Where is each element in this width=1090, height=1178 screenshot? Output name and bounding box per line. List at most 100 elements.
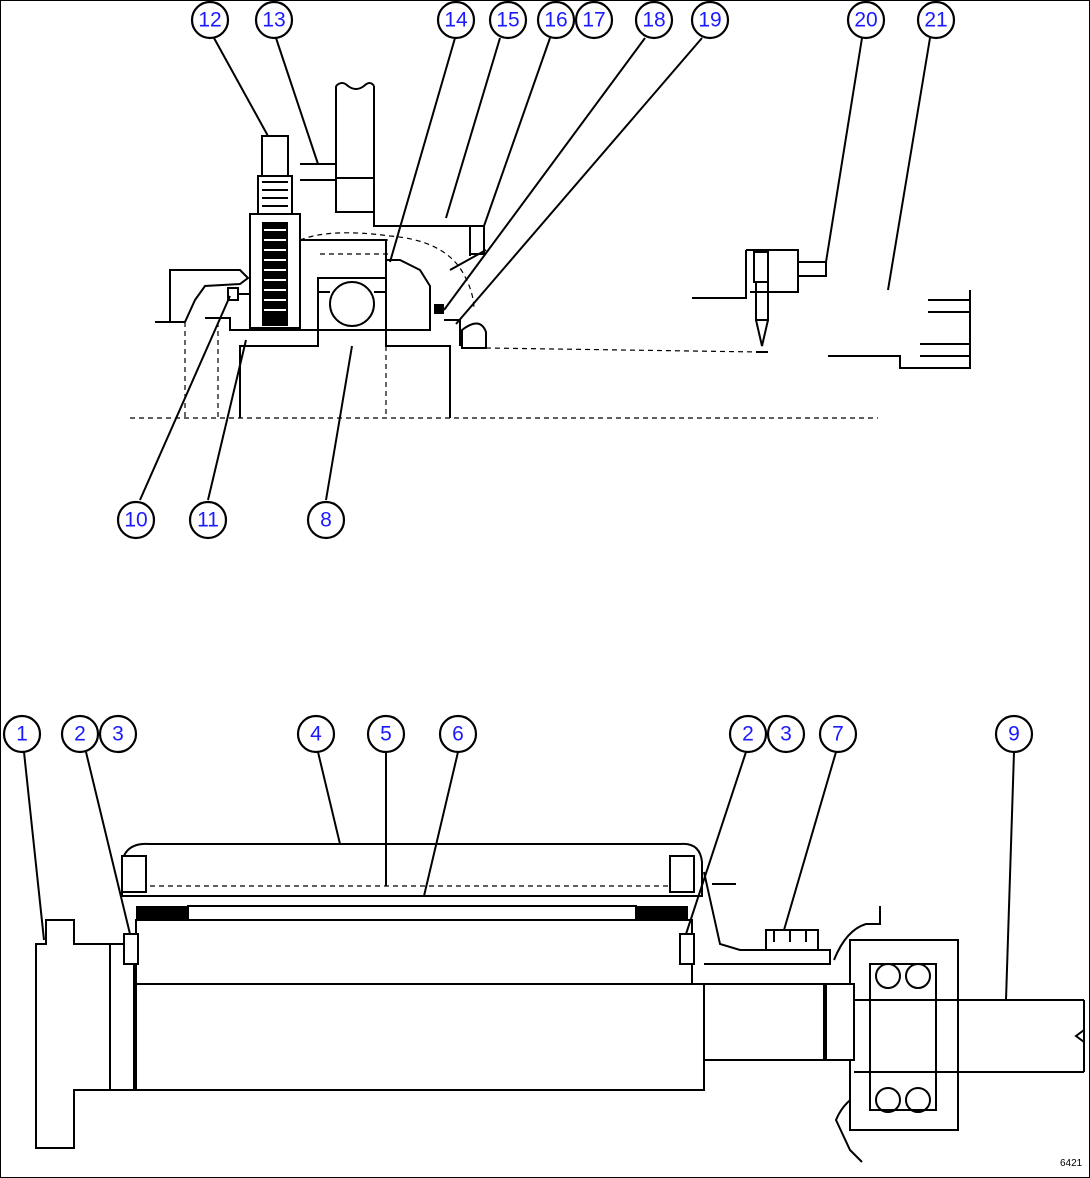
- bearing-ball-top-2: [905, 963, 931, 989]
- dust-seal: [461, 322, 487, 349]
- callout-15: 15: [488, 0, 528, 40]
- output-shaft: [854, 999, 1085, 1073]
- callout-11: 11: [188, 500, 228, 540]
- svg-text:2: 2: [742, 723, 754, 746]
- liner-right: [632, 906, 688, 920]
- svg-text:18: 18: [642, 9, 665, 32]
- callout-10: 10: [116, 500, 156, 540]
- callout-19: 19: [690, 0, 730, 40]
- main-housing-top: [373, 212, 471, 256]
- left-flange: [35, 919, 111, 1149]
- bearing-ball-bottom: [875, 1087, 901, 1113]
- svg-text:9: 9: [1008, 723, 1020, 746]
- callout-1: 1: [2, 714, 42, 754]
- callout-6: 6: [438, 714, 478, 754]
- bearing-ball-bottom-2: [905, 1087, 931, 1113]
- callout-4: 4: [296, 714, 336, 754]
- svg-text:13: 13: [262, 9, 285, 32]
- callout-7: 7: [818, 714, 858, 754]
- svg-text:20: 20: [854, 9, 877, 32]
- retainer-clip: [227, 287, 239, 301]
- callout-9: 9: [994, 714, 1034, 754]
- callout-5: 5: [366, 714, 406, 754]
- svg-text:6: 6: [452, 723, 464, 746]
- leader-lines: [23, 37, 1015, 1001]
- spring-coils: [264, 229, 286, 311]
- coupling: [825, 983, 855, 1061]
- svg-text:4: 4: [310, 723, 322, 746]
- ball-bearing: [317, 277, 387, 331]
- callout-18: 18: [634, 0, 674, 40]
- svg-text:16: 16: [544, 9, 567, 32]
- svg-text:8: 8: [320, 509, 332, 532]
- lower-assembly-view: [35, 842, 1085, 1163]
- drum-bolt-left: [121, 855, 147, 893]
- svg-text:5: 5: [380, 723, 392, 746]
- drum-bolt-right: [669, 855, 695, 893]
- lever-arm: [335, 86, 375, 213]
- sensor-plug: [797, 261, 827, 277]
- target-bolts: [920, 299, 970, 357]
- callout-12: 12: [190, 0, 230, 40]
- callout-3: 3: [98, 714, 138, 754]
- shaft-step: [703, 983, 825, 1061]
- svg-text:3: 3: [112, 723, 124, 746]
- liner-left: [136, 906, 192, 920]
- callout-8: 8: [306, 500, 346, 540]
- svg-text:3: 3: [780, 723, 792, 746]
- bolt-row: [765, 929, 819, 951]
- sensor-bracket: [692, 249, 799, 299]
- housing-slope: [449, 249, 487, 271]
- svg-text:17: 17: [582, 9, 605, 32]
- cap-bolt: [469, 225, 485, 255]
- bearing-housing: [385, 259, 451, 418]
- lever-break-line: [335, 82, 375, 90]
- svg-text:15: 15: [496, 9, 519, 32]
- o-ring-seal: [434, 304, 444, 314]
- callout-14: 14: [436, 0, 476, 40]
- svg-text:11: 11: [197, 509, 219, 532]
- callout-2: 2: [60, 714, 100, 754]
- svg-text:19: 19: [698, 9, 721, 32]
- bearing-ball: [329, 281, 375, 327]
- sensor-probe: [755, 282, 769, 321]
- shaft-end: [1074, 1029, 1085, 1043]
- bearing-ball-top: [875, 963, 901, 989]
- shaft-hidden-line: [485, 347, 761, 353]
- upper-detail-view: [130, 82, 971, 419]
- liner-plate: [187, 905, 637, 921]
- drum-core: [135, 919, 693, 985]
- target-plate: [828, 290, 971, 369]
- figure-id: 6421: [1060, 1158, 1083, 1169]
- housing-hidden-lines: [184, 322, 219, 418]
- svg-text:1: 1: [16, 723, 28, 746]
- seal-lip: [444, 319, 461, 346]
- spacer-right: [679, 933, 695, 965]
- left-housing: [155, 269, 250, 323]
- callout-17: 17: [574, 0, 614, 40]
- drum-shell: [121, 842, 703, 897]
- callout-20: 20: [846, 0, 886, 40]
- grease-passage: [299, 232, 475, 311]
- callout-21: 21: [916, 0, 956, 40]
- passage-hidden: [320, 239, 390, 255]
- callout-13: 13: [254, 0, 294, 40]
- callout-16: 16: [536, 0, 576, 40]
- svg-text:2: 2: [74, 723, 86, 746]
- svg-text:12: 12: [198, 9, 221, 32]
- callout-3-right: 3: [766, 714, 806, 754]
- svg-text:10: 10: [124, 509, 147, 532]
- fitting-threads: [262, 181, 288, 207]
- flange-hub: [109, 943, 135, 1091]
- svg-text:14: 14: [444, 9, 468, 32]
- grease-fitting: [261, 135, 289, 177]
- sensor-body: [753, 251, 769, 283]
- inner-sleeve: [205, 317, 319, 418]
- sensor-tip: [755, 319, 769, 353]
- shaft-tube: [135, 983, 705, 1091]
- right-bearing: [869, 963, 937, 1111]
- svg-text:21: 21: [924, 9, 947, 32]
- callout-2-right: 2: [728, 714, 768, 754]
- spacer-left: [123, 933, 139, 965]
